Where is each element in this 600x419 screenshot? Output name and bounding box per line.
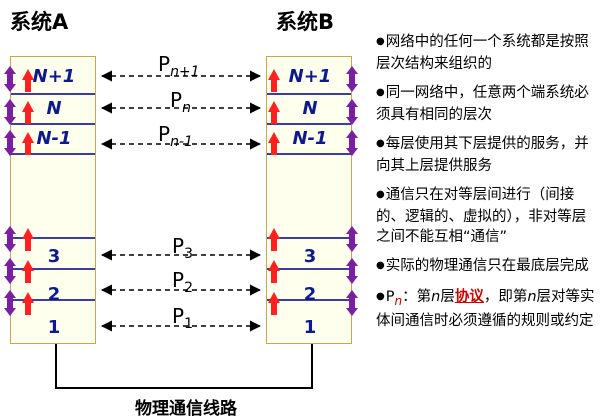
layer-label-1: 1: [47, 317, 61, 338]
protocol-label-2: P2: [172, 268, 193, 296]
bullet-icon: ●: [376, 87, 385, 98]
system-b-stack: N+1 N N-1 3 2 1: [266, 56, 352, 344]
layer-divider: [11, 93, 95, 95]
layer-label-2: 2: [47, 284, 61, 305]
protocol-label-3: P3: [172, 234, 193, 262]
bullet-icon: ●: [376, 138, 385, 149]
protocol-label-n-minus-1: Pn-1: [158, 122, 193, 150]
note-item: ●实际的物理通信只在最底层完成: [376, 258, 589, 274]
layer-divider: [267, 299, 351, 301]
layer-divider: [11, 153, 95, 155]
note-item: ●通信只在对等层间进行（间接的、逻辑的、虚拟的），非对等层之间不能互相“通信”: [376, 187, 587, 245]
note-item: ●网络中的任何一个系统都是按照层次结构来组织的: [376, 34, 589, 72]
layer-label-n: N: [302, 98, 318, 119]
protocol-label-n-plus-1: Pn+1: [158, 52, 200, 80]
note-item: ●每层使用其下层提供的服务，并向其上层提供服务: [376, 136, 589, 174]
notes-panel: ●网络中的任何一个系统都是按照层次结构来组织的 ●同一网络中，任意两个端系统必须…: [376, 32, 598, 340]
layer-label-n-plus-1: N+1: [288, 66, 332, 87]
bullet-icon: ●: [376, 260, 385, 271]
physical-link: [55, 344, 313, 389]
physical-line-label: 物理通信线路: [135, 399, 237, 419]
protocol-label-1: P1: [172, 304, 193, 332]
layer-label-n-minus-1: N-1: [36, 128, 72, 149]
layer-label-n-plus-1: N+1: [32, 66, 76, 87]
bullet-icon: ●: [376, 291, 385, 302]
note-item: ●同一网络中，任意两个端系统必须具有相同的层次: [376, 85, 589, 123]
system-a-service-arrows: [4, 66, 16, 316]
layer-divider: [11, 123, 95, 125]
bullet-icon: ●: [376, 189, 385, 200]
protocol-label-n: Pn: [170, 88, 191, 116]
protocol-highlight: 协议: [454, 289, 484, 305]
layer-label-2: 2: [303, 284, 317, 305]
layer-divider: [11, 299, 95, 301]
bullet-icon: ●: [376, 36, 385, 47]
system-a-upward-arrows: [22, 69, 34, 315]
layer-label-3: 3: [303, 246, 317, 267]
layer-divider: [267, 153, 351, 155]
layer-divider: [11, 268, 95, 270]
layer-divider: [267, 123, 351, 125]
system-b-title: 系统B: [276, 10, 335, 34]
layer-label-n-minus-1: N-1: [292, 128, 328, 149]
layer-label-n: N: [46, 98, 62, 119]
system-a-title: 系统A: [10, 10, 69, 34]
system-b-upward-arrows: [268, 69, 280, 315]
layer-divider: [267, 237, 351, 239]
system-a-stack: N+1 N N-1 3 2 1: [10, 56, 96, 344]
layer-divider: [11, 237, 95, 239]
system-b-service-arrows: [346, 66, 358, 316]
layer-label-1: 1: [303, 317, 317, 338]
note-item-protocol: ●Pn：第n层协议，即第n层对等实体间通信时必须遵循的规则或约定: [376, 289, 595, 329]
layer-divider: [267, 93, 351, 95]
layer-label-3: 3: [47, 246, 61, 267]
layer-divider: [267, 268, 351, 270]
